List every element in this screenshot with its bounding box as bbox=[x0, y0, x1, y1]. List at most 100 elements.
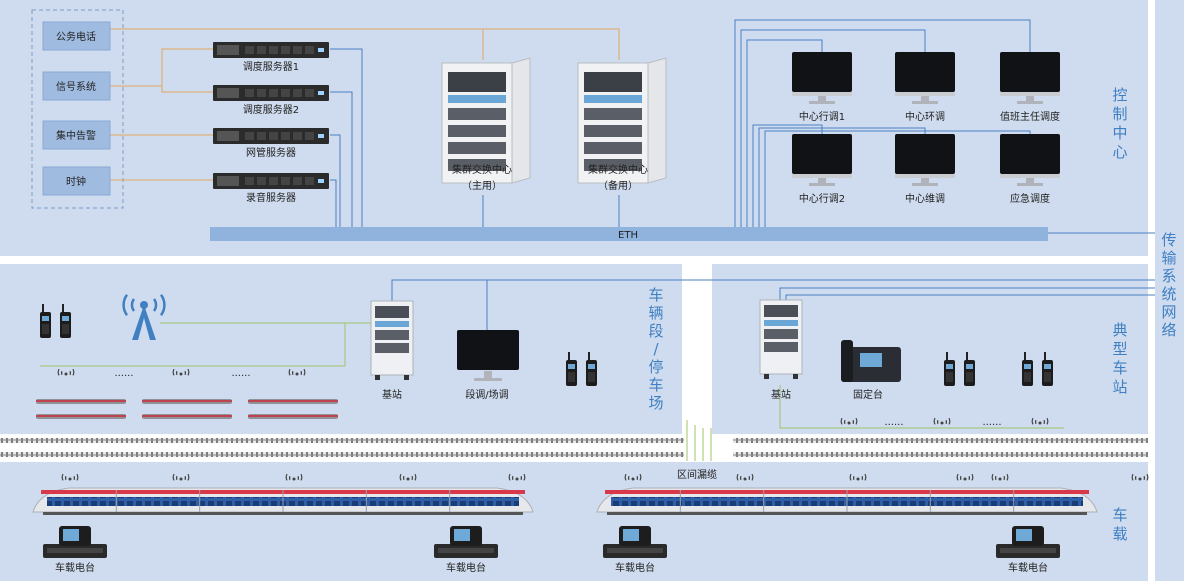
vehicle-radio-screen bbox=[63, 529, 79, 541]
server-slot bbox=[281, 177, 290, 185]
monitor-foot bbox=[1017, 101, 1043, 104]
base-station-station-unit bbox=[764, 342, 798, 352]
box-label-0: 公务电话 bbox=[56, 30, 96, 43]
monitor-bezel bbox=[792, 174, 852, 178]
line-station-leaky bbox=[779, 385, 1064, 429]
zone-depot-char: 辆 bbox=[648, 304, 663, 322]
leaky-antenna-depot-1 bbox=[179, 372, 183, 376]
leaky-antenna-line-2 bbox=[292, 477, 296, 481]
radio-station-d-screen bbox=[1044, 364, 1051, 369]
radio-depot-b-screen bbox=[62, 316, 69, 321]
leaky-antenna-station-1-wave bbox=[933, 417, 936, 425]
line-signal-server2 bbox=[161, 86, 213, 93]
zone-control-char: 中 bbox=[1112, 124, 1127, 142]
leaky-antenna-depot-2-wave bbox=[303, 368, 306, 376]
line-monitor-env bbox=[740, 29, 926, 227]
base-station-station-wheel bbox=[793, 374, 798, 379]
server-led bbox=[318, 91, 324, 95]
leaky-antenna-line-0-wave bbox=[76, 473, 79, 481]
vehicle-radio-keys bbox=[607, 548, 663, 553]
radio-station-b-antenna bbox=[966, 352, 968, 361]
leaky-antenna-line-7-wave bbox=[864, 473, 867, 481]
leaky-antenna-line-7 bbox=[856, 477, 860, 481]
leaky-antenna-depot-2 bbox=[295, 372, 299, 376]
server-slot bbox=[293, 89, 302, 97]
server-slot bbox=[269, 177, 278, 185]
radio-station-d-keys bbox=[1044, 372, 1051, 382]
switch-role-0: （主用） bbox=[462, 180, 502, 192]
server-led bbox=[318, 179, 324, 183]
server-label-2: 网管服务器 bbox=[246, 146, 296, 159]
zone-transport-char: 输 bbox=[1161, 249, 1176, 267]
switch-unit bbox=[584, 142, 642, 154]
leaky-antenna-line-8-wave bbox=[971, 473, 974, 481]
depot-dispatch-foot bbox=[474, 378, 502, 381]
server-slot bbox=[305, 46, 314, 54]
leaky-antenna-depot-0-wave bbox=[72, 368, 75, 376]
server-slot bbox=[245, 132, 254, 140]
base-station-depot-wheel bbox=[375, 375, 380, 380]
monitor-label-5: 应急调度 bbox=[1010, 192, 1050, 205]
parked-train-stripe bbox=[248, 400, 338, 402]
box-1 bbox=[42, 71, 111, 101]
station-dots-1: ...... bbox=[884, 417, 903, 428]
monitor-foot bbox=[809, 183, 835, 186]
server-slot bbox=[245, 89, 254, 97]
radio-depot-c-keys bbox=[568, 372, 575, 382]
server-bay bbox=[217, 131, 239, 141]
radio-depot-d-screen bbox=[588, 364, 595, 369]
monitor-neck bbox=[818, 178, 826, 184]
line-signal-server1 bbox=[110, 48, 213, 87]
switch-unit bbox=[584, 159, 642, 171]
depot-dispatch-monitor bbox=[457, 330, 519, 370]
server-slot bbox=[245, 177, 254, 185]
depot-dots-1: ...... bbox=[114, 368, 133, 379]
server-led bbox=[318, 48, 324, 52]
server-slot bbox=[305, 132, 314, 140]
station-dots-2: ...... bbox=[982, 417, 1001, 428]
radio-station-d-antenna bbox=[1044, 352, 1046, 361]
zone-transport-char: 网 bbox=[1161, 303, 1176, 321]
zone-transport-char: 络 bbox=[1161, 321, 1176, 339]
server-slot bbox=[281, 46, 290, 54]
monitor-neck bbox=[818, 96, 826, 102]
switch-unit bbox=[584, 125, 642, 137]
leaky-antenna-station-0 bbox=[847, 421, 851, 425]
zone-depot-char: 段 bbox=[648, 322, 663, 340]
monitor-neck bbox=[921, 96, 929, 102]
antenna-wave-right bbox=[159, 294, 166, 316]
parked-train-stripe bbox=[142, 415, 232, 417]
antenna-wave-left bbox=[122, 294, 129, 316]
radio-station-c-antenna bbox=[1024, 352, 1026, 361]
radio-station-b-keys bbox=[966, 372, 973, 382]
monitor-label-1: 中心环调 bbox=[905, 110, 945, 123]
eth-label: ETH bbox=[618, 230, 638, 241]
zone-station-char: 站 bbox=[1112, 378, 1127, 396]
box-2 bbox=[42, 120, 111, 150]
server-slot bbox=[305, 177, 314, 185]
radio-depot-c-screen bbox=[568, 364, 575, 369]
leaky-antenna-line-2-wave bbox=[300, 473, 303, 481]
radio-station-b-screen bbox=[966, 364, 973, 369]
box-label-2: 集中告警 bbox=[56, 129, 96, 142]
leaky-antenna-line-2-wave bbox=[285, 473, 288, 481]
server-slot bbox=[293, 132, 302, 140]
leaky-antenna-line-1-wave bbox=[187, 473, 190, 481]
vehicle-radio-label-0: 车载电台 bbox=[55, 561, 95, 574]
diagram-nodes: 公务电话信号系统集中告警时钟调度服务器1调度服务器2网管服务器录音服务器集群交换… bbox=[32, 21, 1177, 574]
leaky-antenna-line-0-wave bbox=[61, 473, 64, 481]
radio-depot-c-antenna bbox=[568, 352, 570, 361]
leaky-antenna-line-3 bbox=[406, 477, 410, 481]
box-0 bbox=[42, 21, 111, 51]
server-slot bbox=[293, 46, 302, 54]
monitor-3 bbox=[792, 134, 852, 174]
monitor-bezel bbox=[1000, 92, 1060, 96]
monitor-bezel bbox=[792, 92, 852, 96]
panel-onboard bbox=[0, 462, 1148, 581]
radio-depot-b-keys bbox=[62, 324, 69, 334]
radio-depot-d-antenna bbox=[588, 352, 590, 361]
monitor-neck bbox=[1026, 178, 1034, 184]
